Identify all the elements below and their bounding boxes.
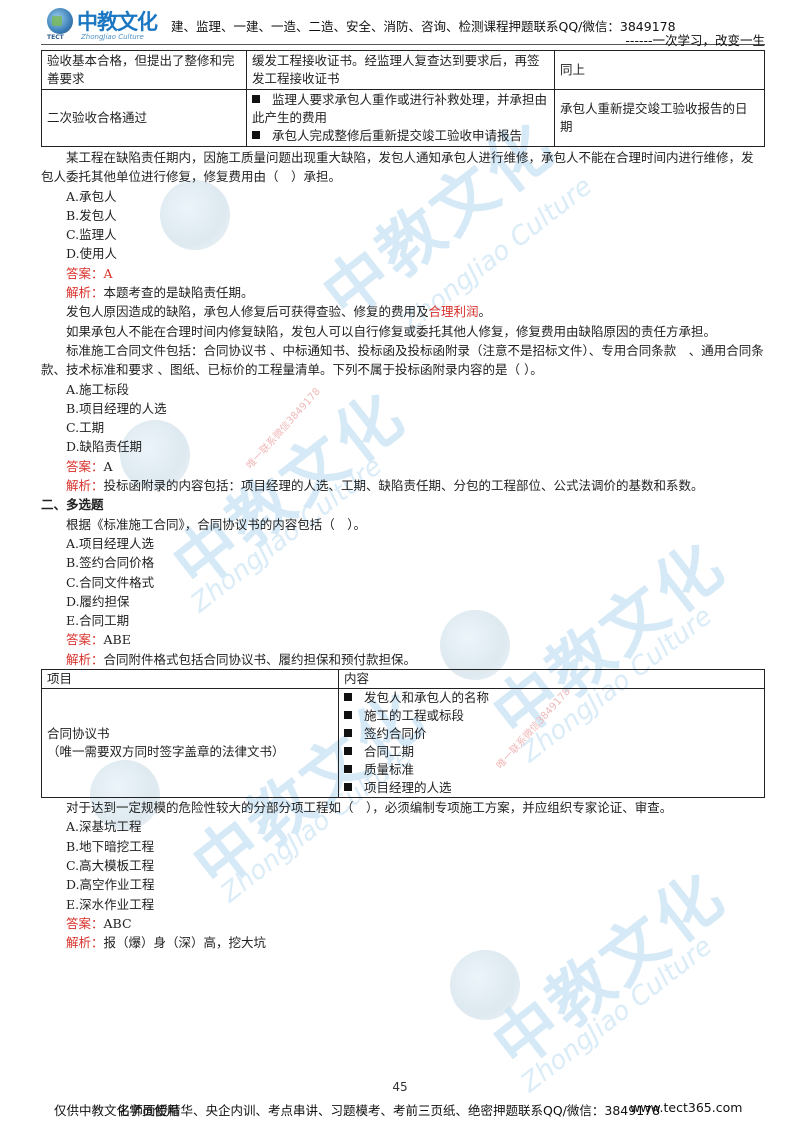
logo-en: ZhongJiao Culture [81,33,144,41]
option: E.深水作业工程 [66,896,155,912]
page-header: TECT 中教文化 ZhongJiao Culture 建、监理、一建、一造、二… [41,6,765,48]
option: D.高空作业工程 [66,877,155,893]
row-title: 合同协议书 [47,726,110,742]
question-stem: 标准施工合同文件包括：合同协议书 、中标通知书、投标函及投标函附录（注意不是招标… [41,342,764,378]
page-footer: 仅供中教文化学员使用 名师面授精华、央企内训、考点串讲、习题模考、考前三页纸、绝… [0,1100,800,1120]
option: A.项目经理人选 [66,535,155,551]
logo-cn: 中教文化 [77,10,158,34]
header-slogan: ------一次学习，改变一生 [625,33,765,48]
analysis: 解析：报（爆）身（深）高，挖大坑 [66,935,267,951]
footer-middle: 名师面授精华、央企内训、考点串讲、习题模考、考前三页纸、绝密押题联系QQ/微信：… [118,1103,661,1118]
table-cell: 验收基本合格，但提出了整修和完善要求 [41,50,247,90]
option: D.履约担保 [66,593,130,609]
table-cell: 二次验收合格通过 [41,89,247,147]
option: A.施工标段 [66,381,130,397]
table-header-row: 项目 内容 [41,669,765,690]
answer: 答案：A [66,458,113,474]
table-cell: 同上 [554,50,765,90]
square-bullet-icon [344,693,352,702]
bullet-item: 质量标准 [344,761,759,779]
footer-left: 仅供中教文化学员使用 [54,1103,180,1118]
option: A.承包人 [66,188,117,204]
brand-logo: TECT 中教文化 ZhongJiao Culture [41,6,171,42]
bullet-item: 施工的工程或标段 [344,707,759,725]
option: B.发包人 [66,207,117,223]
option: B.项目经理的人选 [66,400,167,416]
globe-icon [47,8,73,34]
table-row: 二次验收合格通过 监理人要求承包人重作或进行补救处理，并承担由此产生的费用 承包… [41,89,765,147]
question-stem: 某工程在缺陷责任期内，因施工质量问题出现重大缺陷，发包人通知承包人进行维修，承包… [41,150,754,185]
bullet-item: 监理人要求承包人重作或进行补救处理，并承担由此产生的费用 [252,92,548,125]
option: B.签约合同价格 [66,555,155,571]
analysis: 解析：本题考查的是缺陷责任期。 [66,285,254,301]
section-title: 二、多选题 [41,497,104,513]
analysis: 解析：投标函附录的内容包括：项目经理的人选、工期、缺陷责任期、分包的工程部位、公… [66,478,704,494]
row-subtitle: （唯一需要双方同时签字盖章的法律文书） [47,744,285,760]
option: D.缺陷责任期 [66,439,143,455]
bullet-item: 承包人完成整修后重新提交竣工验收申请报告 [252,127,549,145]
option: C.监理人 [66,227,117,243]
watermark-en: ZhongJiao Culture [515,931,718,1099]
analysis-note: 发包人原因造成的缺陷，承包人修复后可获得查验、修复的费用及合理利润。 [66,304,492,320]
page-number: 45 [392,1080,408,1094]
table-row: 合同协议书 （唯一需要双方同时签字盖章的法律文书） 发包人和承包人的名称 施工的… [41,688,765,799]
option: C.合同文件格式 [66,574,155,590]
table-cell: 发包人和承包人的名称 施工的工程或标段 签约合同价 合同工期 质量标准 项目经理… [338,688,765,799]
bullet-item: 签约合同价 [344,725,759,743]
contract-table: 项目 内容 合同协议书 （唯一需要双方同时签字盖章的法律文书） 发包人和承包人的… [41,669,765,799]
question-stem: 对于达到一定规模的危险性较大的分部分项工程如（ ），必须编制专项施工方案，并应组… [66,800,673,816]
logo-tect: TECT [47,34,64,41]
answer: 答案：ABC [66,915,132,931]
header-courses: 建、监理、一建、一造、二造、安全、消防、咨询、检测课程押题联系QQ/微信：384… [171,19,676,34]
bullet-item: 发包人和承包人的名称 [344,689,759,707]
square-bullet-icon [344,765,352,774]
option: C.工期 [66,420,105,436]
bullet-item: 合同工期 [344,743,759,761]
analysis-note: 如果承包人不能在合理时间内修复缺陷，发包人可以自行修复或委托其他人修复，修复费用… [66,323,717,339]
acceptance-table: 验收基本合格，但提出了整修和完善要求 缓发工程接收证书。经监理人复查达到要求后，… [41,50,765,147]
table-row: 验收基本合格，但提出了整修和完善要求 缓发工程接收证书。经监理人复查达到要求后，… [41,50,765,90]
option: B.地下暗挖工程 [66,838,155,854]
question-stem: 根据《标准施工合同》，合同协议书的内容包括（ ）。 [66,516,367,532]
square-bullet-icon [252,131,260,139]
analysis: 解析：合同附件格式包括合同协议书、履约担保和预付款担保。 [66,651,417,667]
table-cell: 缓发工程接收证书。经监理人复查达到要求后，再签发工程接收证书 [246,50,555,90]
column-header: 项目 [41,669,339,690]
answer: 答案：A [66,265,113,281]
option: E.合同工期 [66,613,130,629]
column-header: 内容 [338,669,765,690]
watermark-globe [450,950,520,1020]
footer-website-link[interactable]: www.tect365.com [630,1100,743,1115]
square-bullet-icon [252,95,260,103]
answer: 答案：ABE [66,632,131,648]
table-cell: 合同协议书 （唯一需要双方同时签字盖章的法律文书） [41,688,339,799]
page-content: 验收基本合格，但提出了整修和完善要求 缓发工程接收证书。经监理人复查达到要求后，… [41,50,765,952]
square-bullet-icon [344,729,352,738]
option: A.深基坑工程 [66,819,142,835]
square-bullet-icon [344,711,352,720]
option: C.高大模板工程 [66,857,155,873]
bullet-item: 项目经理的人选 [344,779,759,797]
highlight-text: 合理利润 [428,304,479,320]
option: D.使用人 [66,246,118,262]
square-bullet-icon [344,747,352,756]
table-cell: 监理人要求承包人重作或进行补救处理，并承担由此产生的费用 承包人完成整修后重新提… [246,89,555,147]
square-bullet-icon [344,783,352,792]
table-cell: 承包人重新提交竣工验收报告的日期 [554,89,765,147]
